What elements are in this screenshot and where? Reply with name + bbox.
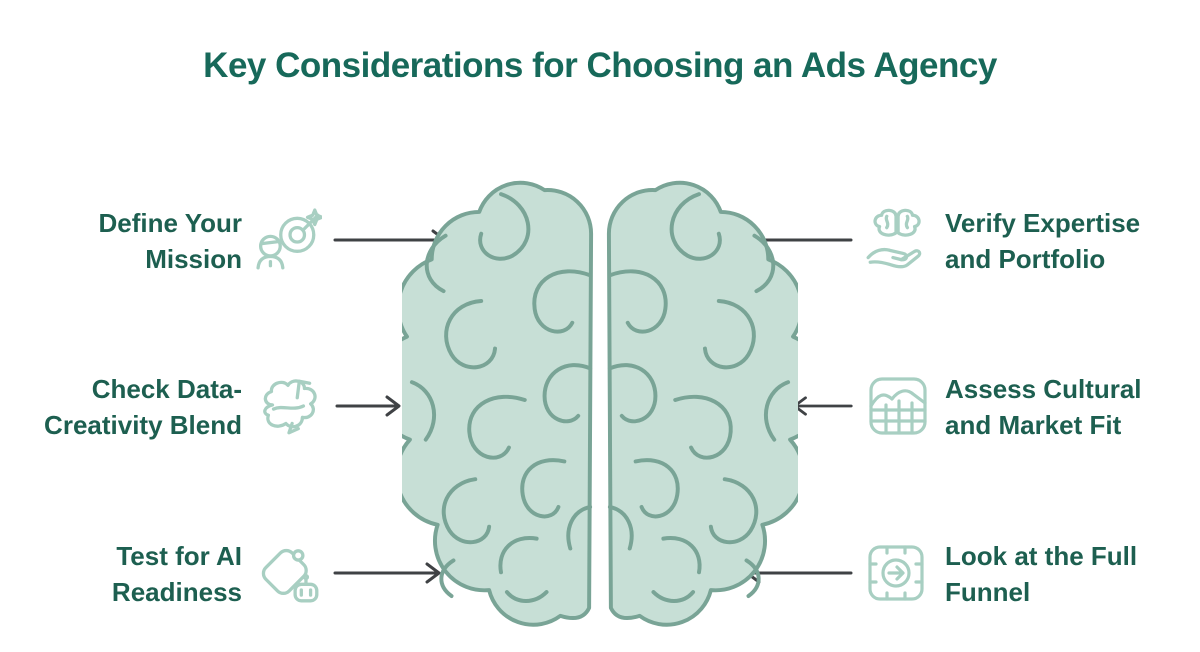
label-define-mission: Define Your Mission	[98, 208, 242, 274]
brain-top-view-illustration	[371, 176, 829, 628]
label-cultural-fit: Assess Cultural and Market Fit	[945, 374, 1142, 440]
ai-tag-icon	[258, 541, 324, 607]
label-verify-expertise: Verify Expertise and Portfolio	[945, 208, 1141, 274]
label-ai-readiness: Test for AI Readiness	[111, 541, 242, 607]
target-person-icon	[256, 208, 322, 274]
market-chart-icon	[866, 374, 932, 440]
arrow-left-2	[334, 393, 404, 424]
brain-left-hemisphere	[371, 180, 594, 627]
brain-right-hemisphere	[606, 180, 829, 627]
arrow-left-3	[332, 560, 444, 591]
brain-in-hand-icon	[862, 206, 928, 272]
label-data-creativity: Check Data- Creativity Blend	[44, 374, 242, 440]
creative-brain-icon	[256, 374, 322, 440]
label-full-funnel: Look at the Full Funnel	[945, 541, 1138, 607]
funnel-chip-icon	[864, 541, 930, 607]
page-title: Key Considerations for Choosing an Ads A…	[203, 46, 997, 85]
arrow-right-2	[790, 393, 854, 424]
